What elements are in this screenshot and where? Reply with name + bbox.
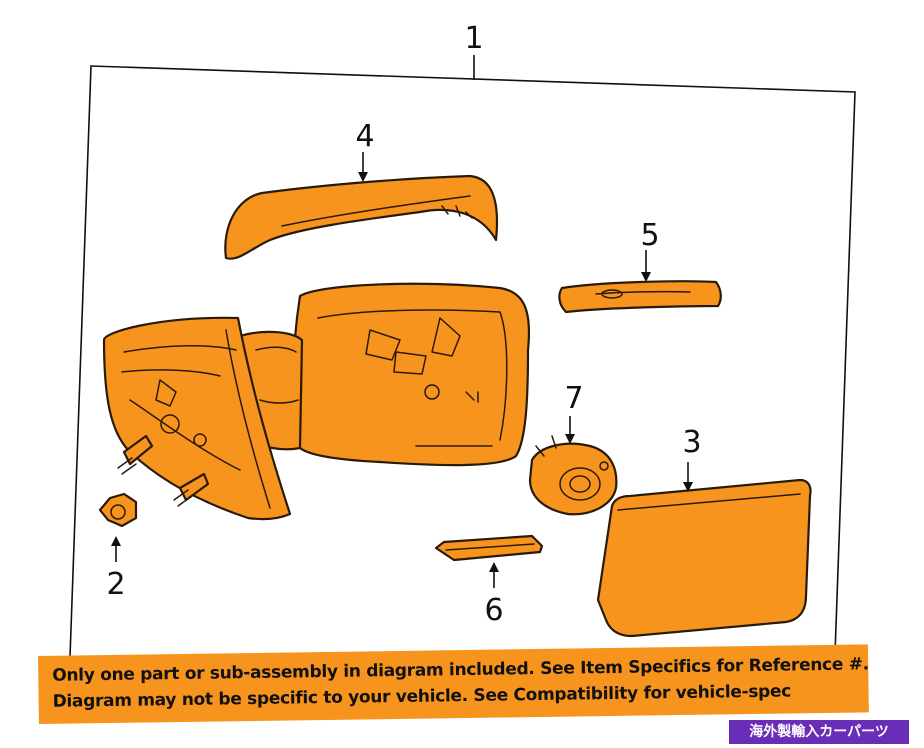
part-4-cap	[224, 174, 499, 260]
callout-4: 4	[355, 119, 375, 182]
part-1-housing	[102, 282, 531, 521]
callout-number-2: 2	[106, 567, 125, 602]
part-5-lamp	[558, 280, 722, 314]
callout-7: 7	[564, 381, 584, 444]
callout-3: 3	[682, 425, 702, 492]
callout-number-4: 4	[355, 119, 374, 154]
part-6-puddle-lamp	[434, 534, 544, 562]
callout-1: 1	[464, 21, 484, 80]
part-7-motor	[528, 435, 618, 516]
disclaimer-banner: Only one part or sub-assembly in diagram…	[38, 644, 869, 724]
part-3-glass	[596, 478, 812, 638]
disclaimer-line-1: Only one part or sub-assembly in diagram…	[52, 654, 869, 686]
part-2-nut	[98, 492, 138, 528]
callout-number-7: 7	[564, 381, 583, 416]
callout-2: 2	[106, 536, 126, 602]
callout-number-1: 1	[464, 21, 483, 56]
callout-number-3: 3	[682, 425, 701, 460]
disclaimer-line-2: Diagram may not be specific to your vehi…	[52, 681, 792, 712]
callout-6: 6	[484, 562, 504, 628]
watermark-badge: 海外製輸入カーパーツ	[729, 720, 909, 744]
callout-number-5: 5	[640, 218, 659, 253]
callout-number-6: 6	[484, 593, 503, 628]
callout-5: 5	[640, 218, 660, 282]
